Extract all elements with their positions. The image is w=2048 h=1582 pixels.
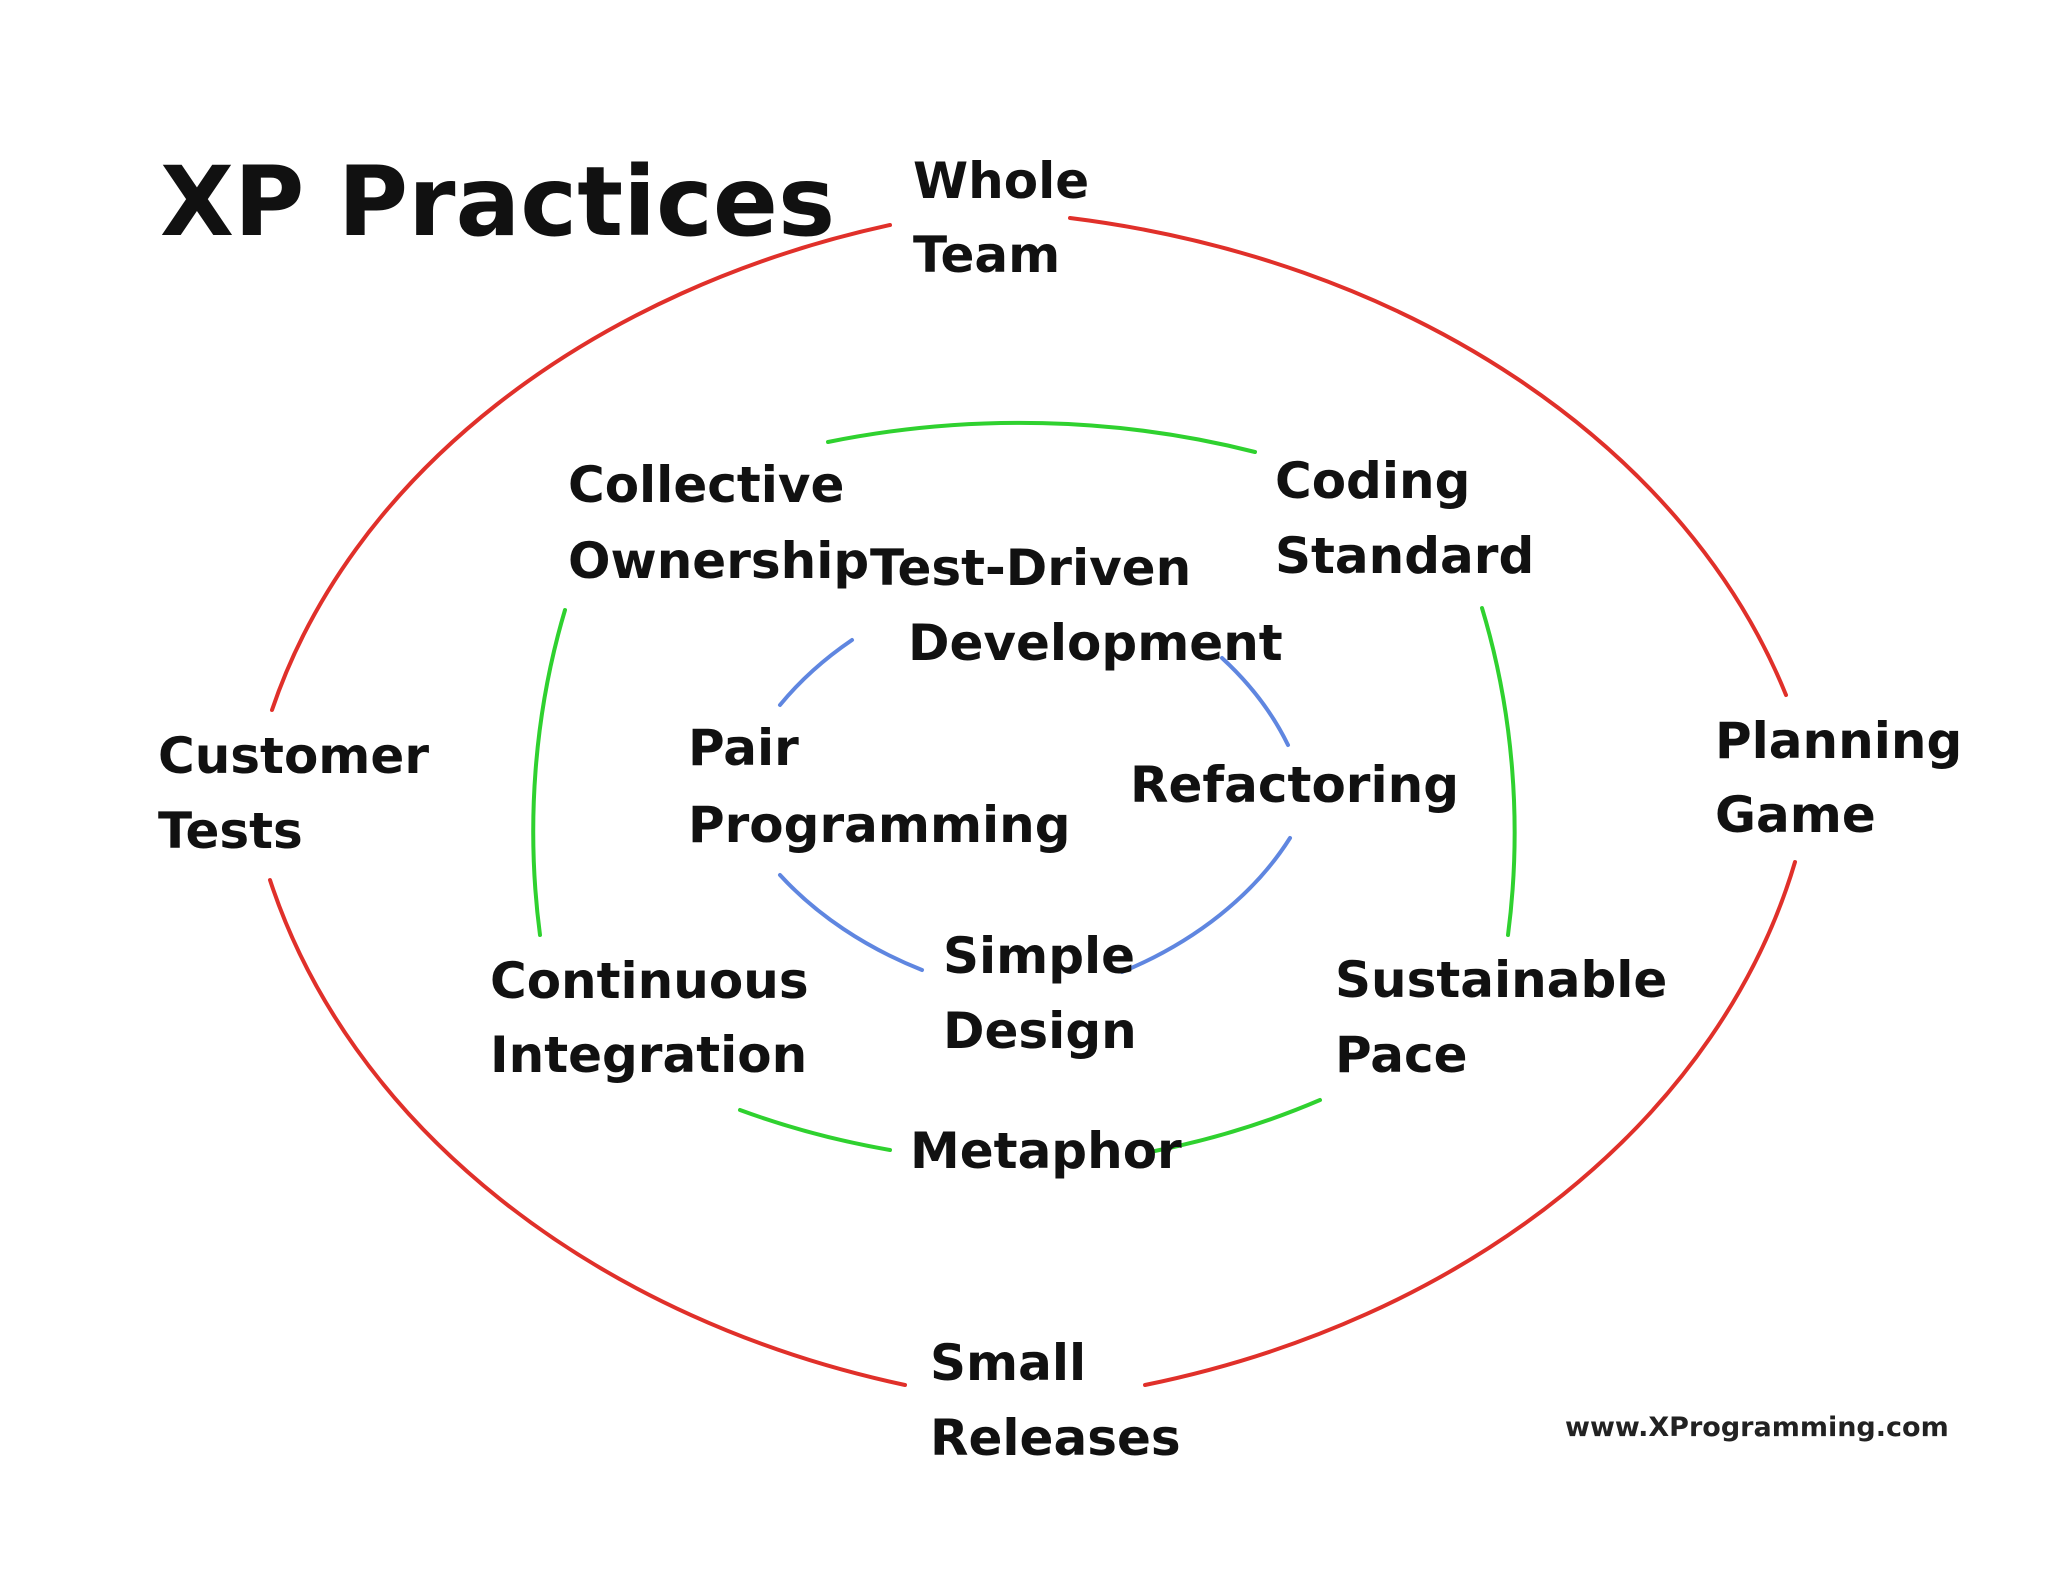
inner-ring-arc-top-left: [778, 638, 854, 707]
practice-line: Customer: [158, 727, 429, 785]
outer-ring-arc-top-right: [1068, 216, 1788, 697]
practice-line: Refactoring: [1130, 756, 1459, 814]
practice-line: Small: [930, 1334, 1086, 1392]
practice-line: Continuous: [490, 952, 809, 1010]
practice-line: Ownership: [568, 532, 869, 590]
practice-line: Planning: [1715, 712, 1962, 770]
inner-ring-arc-bottom-left: [778, 873, 924, 972]
middle-ring-arc-bottom-left: [738, 1108, 892, 1152]
practice-line: Whole: [913, 152, 1089, 210]
outer-ring-arc-bottom-right: [1143, 860, 1797, 1387]
outer-ring-arc-bottom-left: [268, 878, 907, 1387]
practice-line: Releases: [930, 1409, 1181, 1467]
middle-ring: [531, 420, 1517, 1154]
practice-simple-design: Simple Design: [943, 927, 1137, 1060]
practice-line: Tests: [158, 802, 303, 860]
inner-ring-arc-bottom-right: [1120, 836, 1292, 974]
footer-url: www.XProgramming.com: [1565, 1412, 1949, 1443]
practice-line: Pair: [688, 719, 799, 777]
practice-line: Collective: [568, 456, 844, 514]
middle-ring-arc-bottom-right: [1148, 1098, 1322, 1154]
practice-line: Integration: [490, 1026, 807, 1084]
practice-pair-programming: Pair Programming: [688, 719, 1071, 854]
practice-test-driven-development: Test-Driven Development: [870, 539, 1283, 672]
middle-ring-arc-right: [1480, 606, 1517, 937]
practice-collective-ownership: Collective Ownership: [568, 456, 869, 590]
practice-line: Team: [913, 226, 1060, 284]
practice-whole-team: Whole Team: [913, 152, 1089, 284]
practice-small-releases: Small Releases: [930, 1334, 1181, 1467]
outer-ring-arc-top-left: [270, 223, 892, 712]
middle-ring-arc-left: [531, 608, 567, 937]
practice-sustainable-pace: Sustainable Pace: [1335, 951, 1667, 1084]
practice-line: Development: [908, 614, 1283, 672]
practice-continuous-integration: Continuous Integration: [490, 952, 809, 1084]
practice-line: Pace: [1335, 1026, 1468, 1084]
practice-refactoring: Refactoring: [1130, 756, 1459, 814]
inner-ring-arc-top-right: [1220, 656, 1290, 747]
practice-line: Metaphor: [910, 1122, 1182, 1180]
practice-line: Coding: [1275, 452, 1470, 510]
practice-planning-game: Planning Game: [1715, 712, 1962, 844]
middle-ring-arc-top: [826, 420, 1257, 454]
practice-line: Test-Driven: [870, 539, 1191, 597]
outer-ring: [268, 216, 1797, 1387]
practice-line: Simple: [943, 927, 1135, 985]
practice-line: Game: [1715, 786, 1876, 844]
practice-metaphor: Metaphor: [910, 1122, 1182, 1180]
practice-line: Standard: [1275, 527, 1534, 585]
practice-line: Sustainable: [1335, 951, 1667, 1009]
practice-line: Programming: [688, 796, 1071, 854]
diagram-title: XP Practices: [160, 146, 835, 258]
practice-coding-standard: Coding Standard: [1275, 452, 1534, 585]
inner-ring: [778, 638, 1292, 974]
practice-line: Design: [943, 1002, 1137, 1060]
practice-customer-tests: Customer Tests: [158, 727, 429, 860]
